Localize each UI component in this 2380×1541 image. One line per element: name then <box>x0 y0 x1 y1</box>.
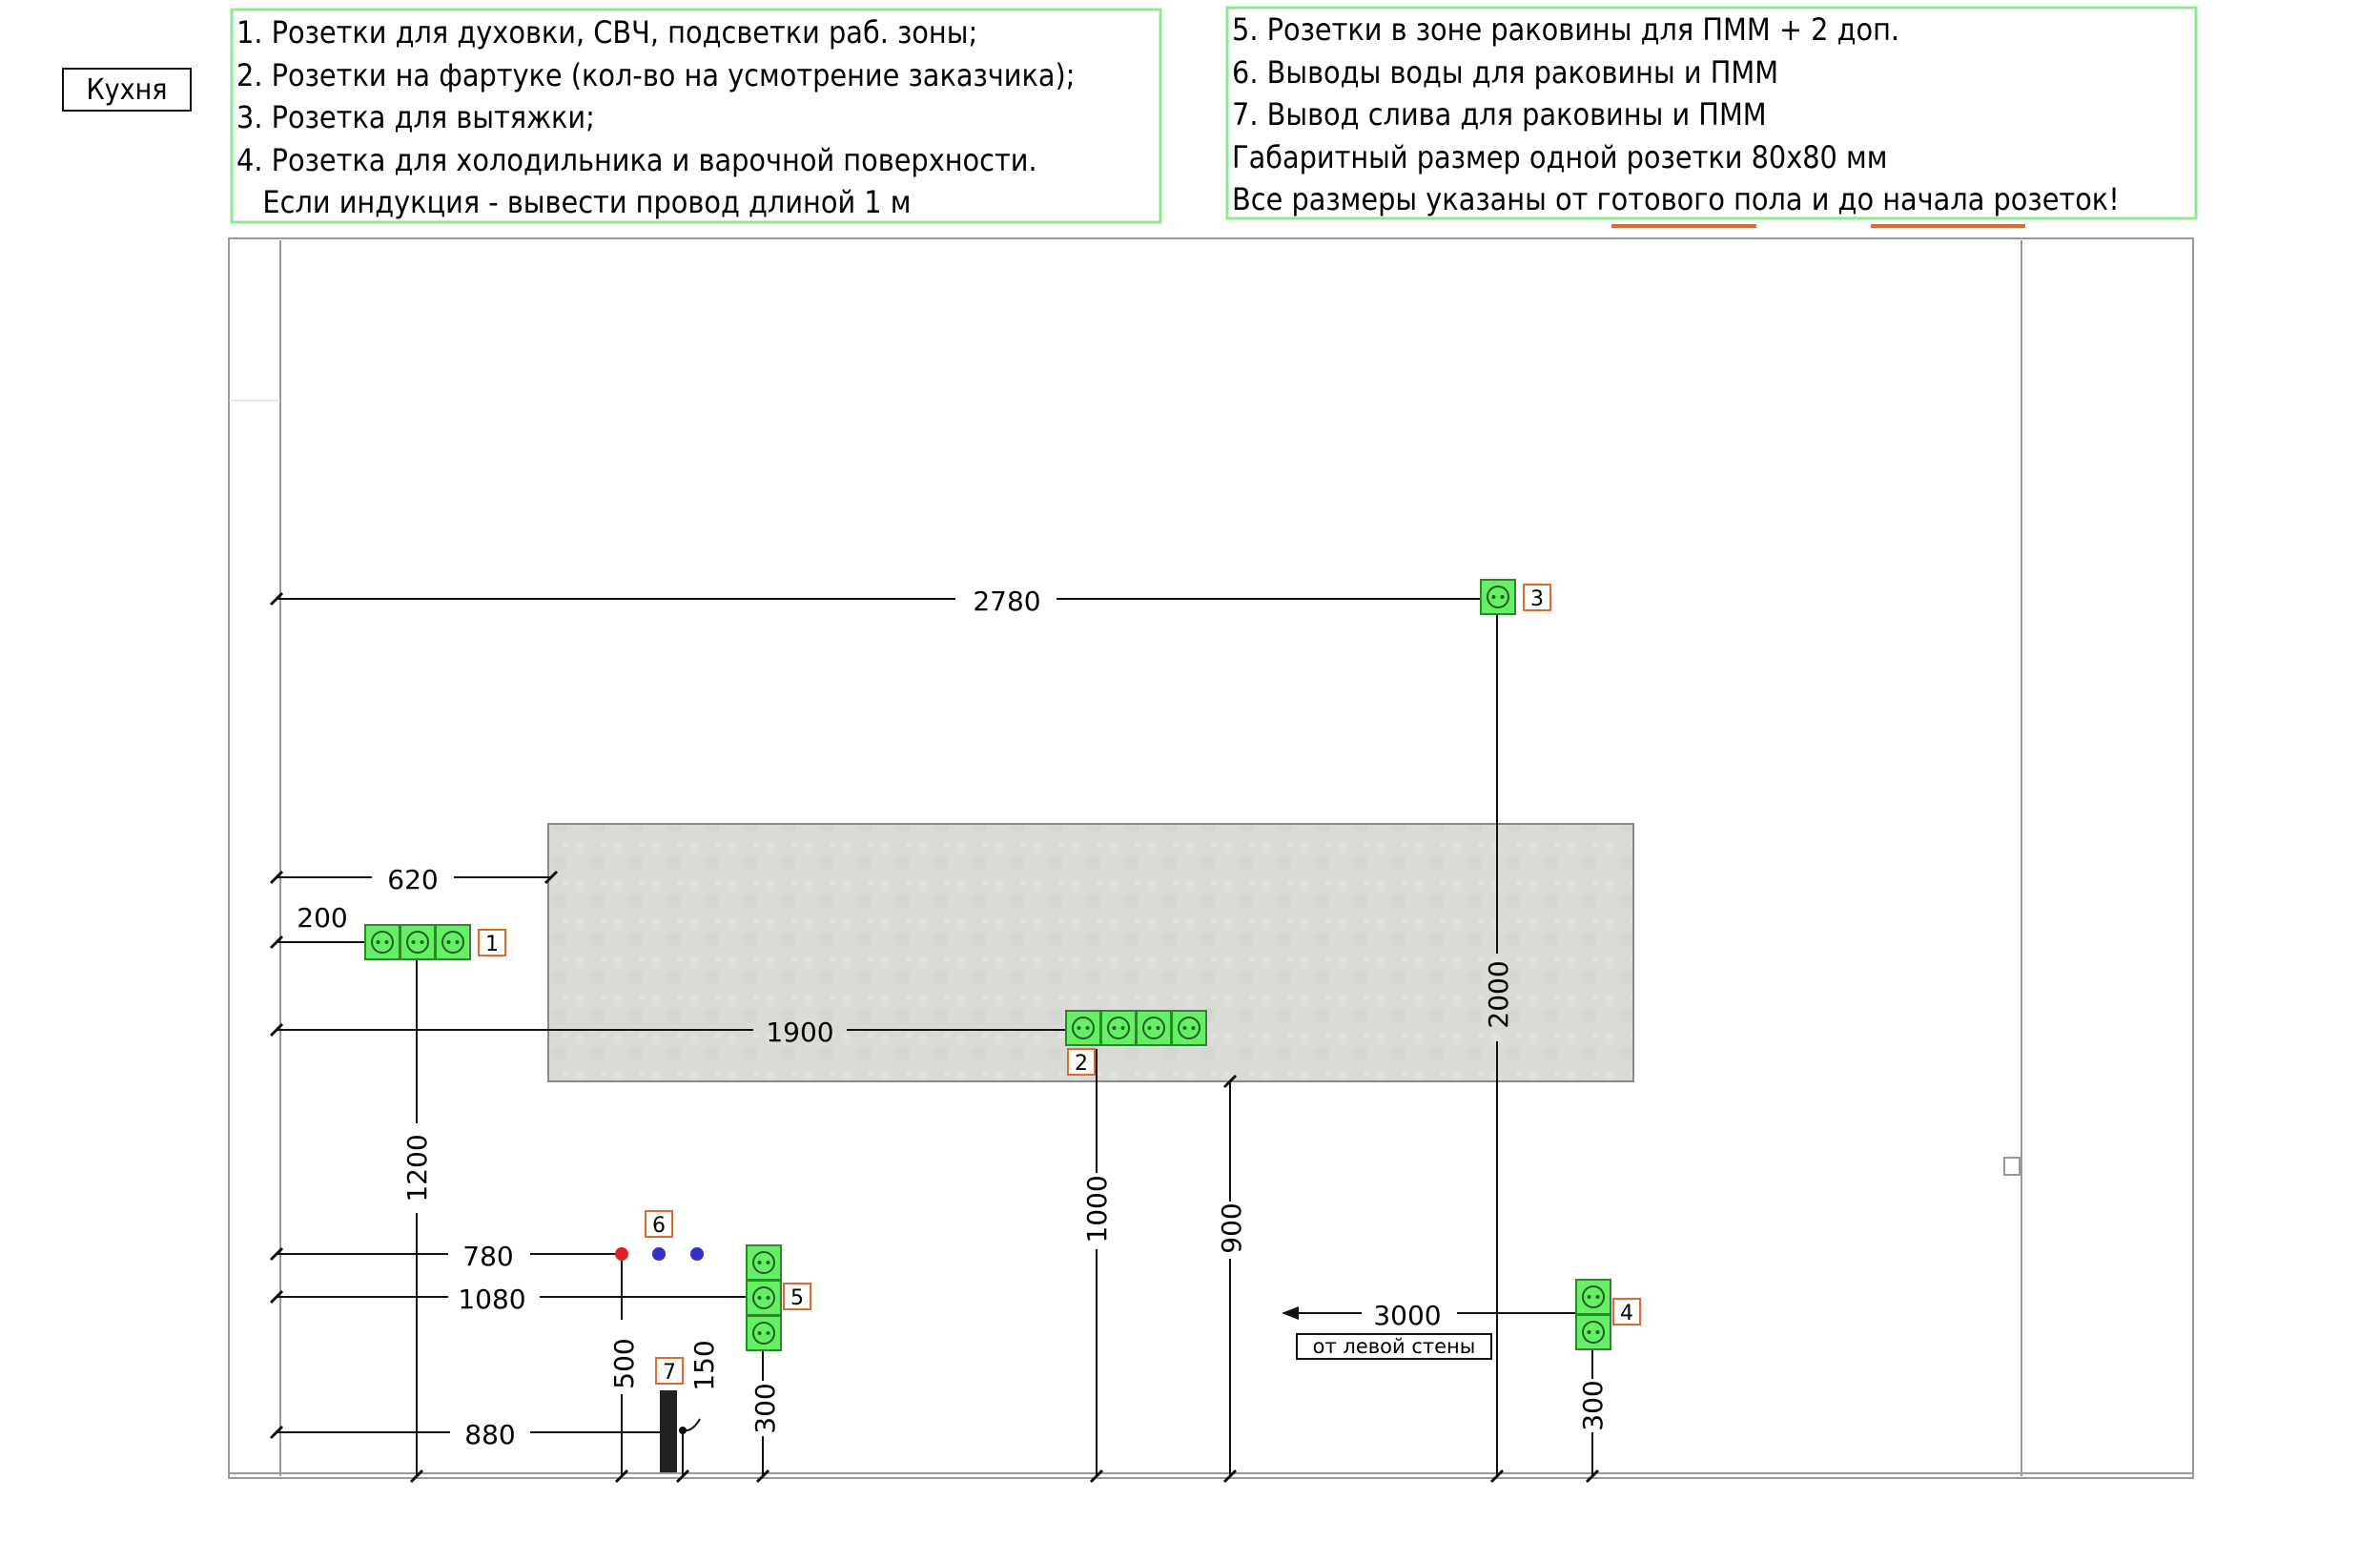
note-1: 1. Розетки для духовки, СВЧ, подсветки р… <box>236 14 977 51</box>
wall-marker <box>2003 1157 2021 1176</box>
socket-icon <box>1136 1010 1172 1046</box>
water-outlet-icon <box>690 1247 704 1261</box>
from-left-wall-label: от левой стены <box>1313 1335 1476 1358</box>
dim-200: 200 <box>269 902 380 950</box>
water-outlet-icon <box>652 1247 666 1261</box>
dim-300-sink: 300 <box>749 1345 781 1484</box>
water-outlets: 6 <box>615 1210 704 1261</box>
note-5: 5. Розетки в зоне раковины для ПММ + 2 д… <box>1232 11 1899 48</box>
notes-left-box: 1. Розетки для духовки, СВЧ, подсветки р… <box>230 8 1162 224</box>
dim-2780-label: 2780 <box>973 586 1040 617</box>
dim-500: 500 <box>608 1254 640 1484</box>
marker-1: 1 <box>485 933 499 956</box>
dim-3000-label: 3000 <box>1373 1300 1441 1331</box>
note-6: 6. Выводы воды для раковины и ПММ <box>1232 54 1778 91</box>
drain-outlet: 7 <box>655 1357 687 1472</box>
dim-150-label: 150 <box>688 1340 720 1390</box>
wall-frame <box>228 237 2194 1479</box>
socket-icon <box>1065 1010 1101 1046</box>
socket-icon <box>746 1280 782 1316</box>
dim-620: 620 <box>269 864 559 895</box>
dim-2000: 2000 <box>1483 606 1514 1484</box>
dim-300-fridge: 300 <box>1577 1348 1609 1484</box>
socket-icon <box>400 924 436 960</box>
socket-icon <box>1171 1010 1207 1046</box>
note-4-induction: Если индукция - вывести провод длиной 1 … <box>236 184 911 220</box>
note-4: 4. Розетка для холодильника и варочной п… <box>236 142 1037 178</box>
dim-900: 900 <box>1216 1074 1247 1484</box>
room-label: Кухня <box>87 73 168 107</box>
dim-780-label: 780 <box>462 1241 513 1272</box>
socket-group-2: 2 <box>1065 1010 1207 1076</box>
dim-150: 150 <box>675 1340 720 1484</box>
marker-3: 3 <box>1530 587 1544 611</box>
arrow-left-icon <box>1282 1306 1299 1320</box>
socket-icon <box>364 924 400 960</box>
note-2: 2. Розетки на фартуке (кол-во на усмотре… <box>236 57 1075 93</box>
dim-1900-label: 1900 <box>766 1017 833 1048</box>
dim-1080-label: 1080 <box>458 1284 525 1315</box>
dim-880: 880 <box>269 1419 667 1450</box>
dim-500-label: 500 <box>608 1338 640 1388</box>
socket-icon <box>1575 1279 1611 1315</box>
socket-group-5: 5 <box>746 1244 811 1351</box>
dim-2780: 2780 <box>269 586 1505 617</box>
socket-icon <box>1100 1010 1137 1046</box>
dim-300-sink-label: 300 <box>749 1383 781 1433</box>
dim-620-label: 620 <box>387 864 438 895</box>
dim-1080: 1080 <box>269 1284 748 1315</box>
note-7: 7. Вывод слива для раковины и ПММ <box>1232 96 1767 133</box>
dim-200-label: 200 <box>297 902 347 934</box>
note-socket-size: Габаритный размер одной розетки 80х80 мм <box>1232 139 1887 175</box>
marker-7: 7 <box>663 1361 676 1385</box>
note-3: 3. Розетка для вытяжки; <box>236 99 595 135</box>
dim-880-label: 880 <box>464 1419 515 1450</box>
socket-icon <box>746 1315 782 1351</box>
dim-1200: 1200 <box>401 954 433 1484</box>
room-label-box: Кухня <box>62 68 192 112</box>
marker-5: 5 <box>790 1286 804 1310</box>
socket-icon <box>746 1244 782 1281</box>
marker-2: 2 <box>1075 1052 1088 1076</box>
socket-group-4: 4 <box>1575 1279 1641 1350</box>
note-measure-rule: Все размеры указаны от готового пола и д… <box>1232 181 2120 217</box>
water-outlet-icon <box>615 1247 628 1261</box>
dim-3000: 3000 от левой стены <box>1282 1300 1575 1360</box>
socket-icon <box>1575 1314 1611 1350</box>
drain-pipe-icon <box>660 1390 677 1472</box>
notes-right-box: 5. Розетки в зоне раковины для ПММ + 2 д… <box>1225 6 2198 228</box>
dim-2000-label: 2000 <box>1483 960 1514 1028</box>
from-left-wall-box <box>1296 1333 1492 1360</box>
dim-900-label: 900 <box>1216 1202 1247 1253</box>
socket-group-3: 3 <box>1480 579 1551 615</box>
dim-300-fridge-label: 300 <box>1577 1380 1609 1430</box>
marker-4: 4 <box>1620 1302 1633 1325</box>
dim-1000: 1000 <box>1081 1049 1113 1484</box>
socket-group-1: 1 <box>364 924 506 960</box>
socket-icon <box>435 924 471 960</box>
dim-1900: 1900 <box>269 1017 1087 1048</box>
dim-1000-label: 1000 <box>1081 1175 1113 1243</box>
dim-780: 780 <box>269 1241 622 1272</box>
dim-1200-label: 1200 <box>401 1134 433 1202</box>
marker-6: 6 <box>652 1214 666 1238</box>
socket-icon <box>1480 579 1516 615</box>
